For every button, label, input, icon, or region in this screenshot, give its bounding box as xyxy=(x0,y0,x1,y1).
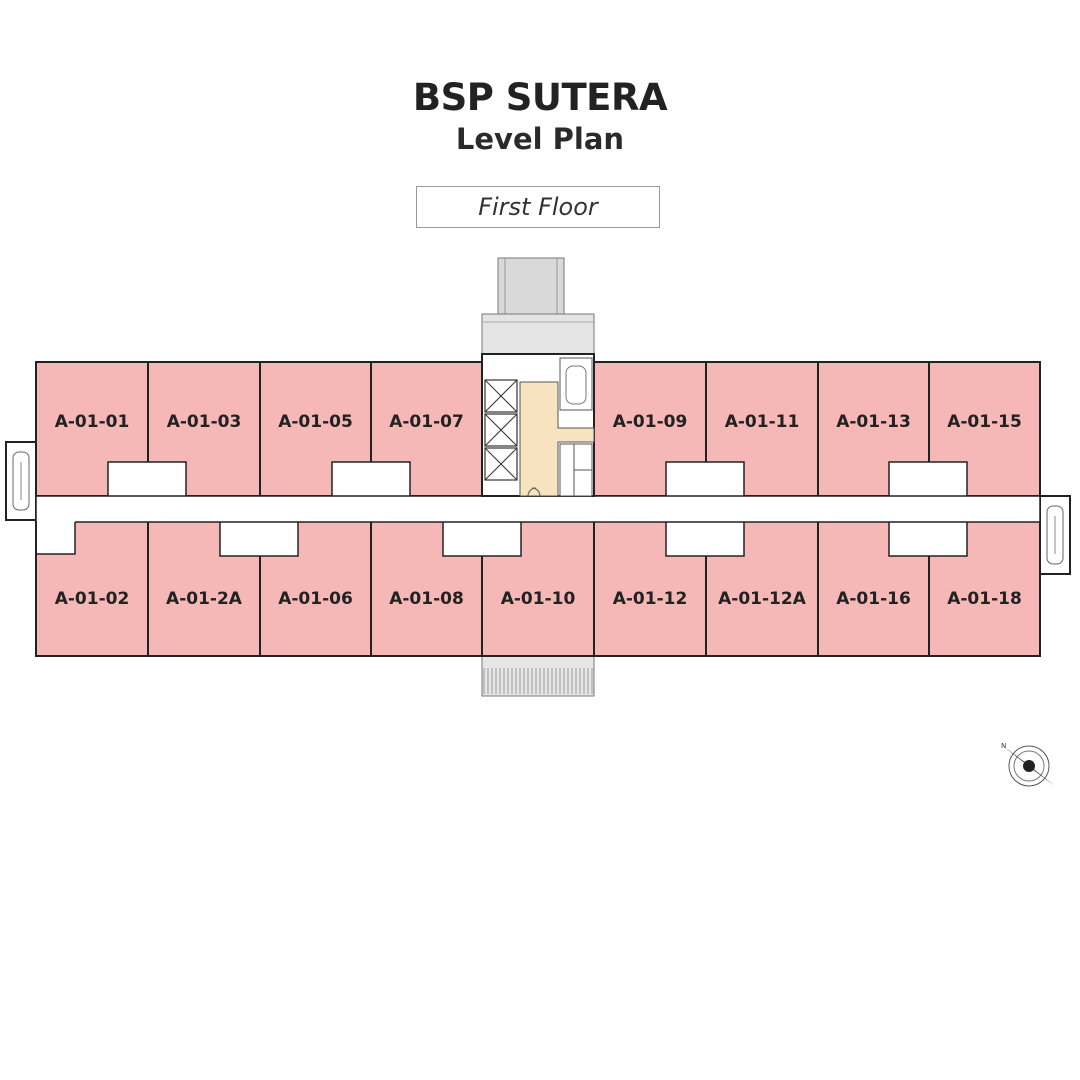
unit-label: A-01-18 xyxy=(947,589,1022,609)
unit-label: A-01-16 xyxy=(836,589,911,609)
balcony-void xyxy=(665,520,745,557)
balcony-void xyxy=(665,461,745,498)
left-staircase xyxy=(5,441,37,521)
unit-label: A-01-03 xyxy=(167,412,242,432)
balcony-void xyxy=(888,520,968,557)
corridor-notch xyxy=(37,521,75,554)
unit-label: A-01-09 xyxy=(613,412,688,432)
svg-text:N: N xyxy=(1001,742,1006,750)
plan-subtitle: Level Plan xyxy=(455,122,625,156)
units-top-row: A-01-01 A-01-03 A-01-05 A-01-07 A-01-09 A-01-… xyxy=(35,361,1041,498)
unit-label: A-01-2A xyxy=(166,589,243,609)
top-walkway xyxy=(481,257,595,355)
plan-title: BSP SUTERA xyxy=(412,76,668,119)
unit-label: A-01-15 xyxy=(947,412,1022,432)
unit-label: A-01-05 xyxy=(278,412,353,432)
balcony-void xyxy=(219,520,299,557)
unit-label: A-01-12A xyxy=(718,589,807,609)
balcony-void xyxy=(888,461,968,498)
unit-label: A-01-11 xyxy=(725,412,800,432)
lift-shafts xyxy=(484,379,518,481)
unit-label: A-01-01 xyxy=(55,412,130,432)
bottom-steps xyxy=(481,655,595,697)
balcony-void xyxy=(442,520,522,557)
floor-label-box: First Floor xyxy=(416,186,660,228)
corridor xyxy=(35,495,1041,523)
central-core xyxy=(481,353,595,497)
core-staircase xyxy=(559,357,593,411)
unit-label: A-01-07 xyxy=(389,412,464,432)
balcony-void xyxy=(107,461,187,498)
right-staircase xyxy=(1039,495,1071,575)
unit-label: A-01-02 xyxy=(55,589,130,609)
units-bottom-row: A-01-02 A-01-2A A-01-06 A-01-08 A-01-10 A-01-… xyxy=(35,520,1041,657)
unit-label: A-01-08 xyxy=(389,589,464,609)
unit-label: A-01-12 xyxy=(613,589,688,609)
lift-lobby xyxy=(519,381,595,497)
compass-rose-icon: N xyxy=(1001,742,1055,787)
unit-label: A-01-10 xyxy=(501,589,576,609)
unit-label: A-01-06 xyxy=(278,589,353,609)
unit-a-01-11[interactable]: A-01-11 xyxy=(705,361,819,497)
balcony-void xyxy=(331,461,411,498)
unit-label: A-01-13 xyxy=(836,412,911,432)
